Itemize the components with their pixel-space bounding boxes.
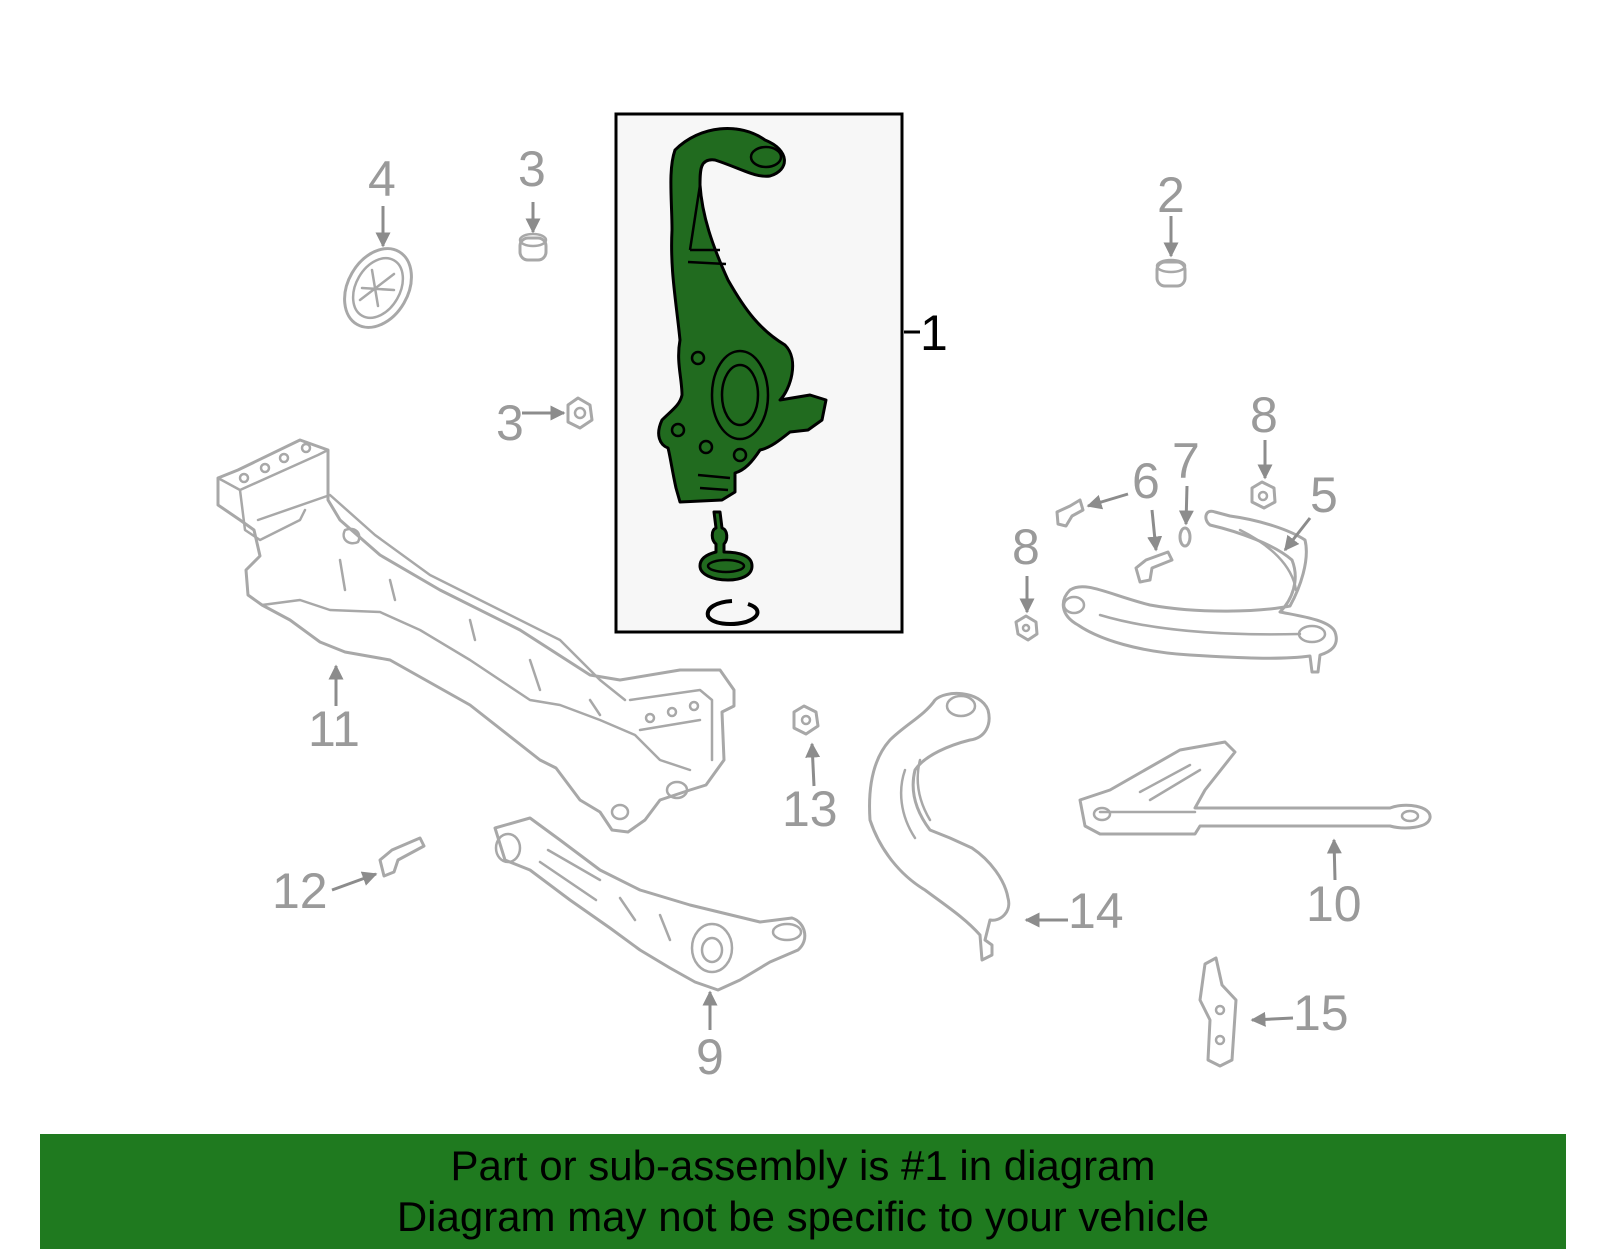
leader-10 <box>1326 838 1342 881</box>
callout-14: 14 <box>1068 883 1124 939</box>
ball-joint-part[interactable] <box>698 510 754 582</box>
part-6-bolt-a[interactable] <box>1055 498 1085 528</box>
leader-7 <box>1178 485 1194 526</box>
leader-15 <box>1250 1011 1294 1027</box>
callout-8-lower: 8 <box>1012 519 1040 575</box>
part-14-lower-arm[interactable] <box>868 691 1011 962</box>
info-banner: Part or sub-assembly is #1 in diagram Di… <box>40 1134 1566 1249</box>
part-11-crossmember[interactable] <box>216 438 736 834</box>
leader-6a <box>1086 492 1129 510</box>
callout-13: 13 <box>782 781 838 837</box>
part-12-bolt[interactable] <box>378 836 426 878</box>
callout-4: 4 <box>368 151 396 207</box>
leader-lines <box>328 202 1342 1030</box>
part-9-lower-arm[interactable] <box>493 816 807 992</box>
callout-12: 12 <box>272 863 328 919</box>
banner-line-2: Diagram may not be specific to your vehi… <box>396 1193 1210 1240</box>
steering-knuckle-part[interactable] <box>657 127 828 504</box>
callout-5: 5 <box>1310 467 1338 523</box>
part-8-nut-a[interactable] <box>1250 480 1277 510</box>
callout-1: 1 <box>920 305 948 361</box>
leader-13 <box>805 742 821 787</box>
callout-8-upper: 8 <box>1250 387 1278 443</box>
callout-10: 10 <box>1306 876 1362 932</box>
part-15-bracket[interactable] <box>1198 956 1238 1068</box>
callout-6: 6 <box>1132 453 1160 509</box>
part-7-washer[interactable] <box>1178 526 1192 548</box>
callout-3-lower: 3 <box>496 395 524 451</box>
part-1-box[interactable] <box>614 112 904 634</box>
leader-5 <box>1283 517 1312 552</box>
part-2-nut[interactable] <box>1155 258 1187 288</box>
callout-15: 15 <box>1293 985 1349 1041</box>
callout-7: 7 <box>1172 433 1200 489</box>
part-6-bolt-b[interactable] <box>1134 550 1174 584</box>
callout-11: 11 <box>308 701 360 757</box>
part-3-nut-upper[interactable] <box>518 232 548 262</box>
leader-12 <box>331 871 378 892</box>
part-8-nut-b[interactable] <box>1014 614 1039 642</box>
part-10-tension-rod[interactable] <box>1078 740 1432 836</box>
callout-3-upper: 3 <box>518 141 546 197</box>
banner-line-1: Part or sub-assembly is #1 in diagram <box>450 1142 1156 1189</box>
part-4-shield[interactable] <box>331 237 425 340</box>
leader-6b <box>1147 509 1163 552</box>
part-5-upper-arm[interactable] <box>1061 509 1338 674</box>
part-13-nut[interactable] <box>792 704 820 736</box>
part-3-nut-lower[interactable] <box>566 396 594 430</box>
snap-ring-part[interactable] <box>705 599 760 626</box>
callout-2: 2 <box>1157 167 1185 223</box>
callout-9: 9 <box>696 1029 724 1085</box>
